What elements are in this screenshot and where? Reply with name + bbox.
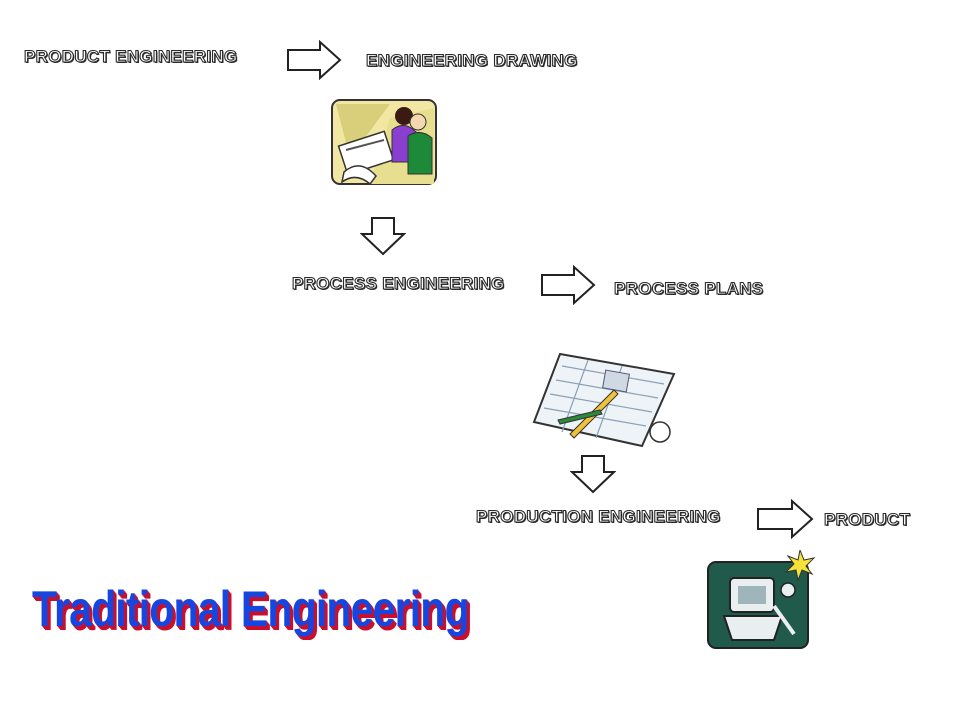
right-arrow-icon <box>541 265 596 305</box>
down-arrow-icon <box>360 217 406 256</box>
engineering-drawing-label: ENGINEERING DRAWING <box>365 50 578 70</box>
process-plans-label: PROCESS PLANS <box>613 278 764 298</box>
product-label: PRODUCT <box>823 509 911 529</box>
process-plan-document-icon <box>532 352 676 448</box>
production-machine-icon <box>707 550 816 649</box>
right-arrow-icon <box>287 40 342 80</box>
engineers-drafting-icon <box>331 99 437 186</box>
process-engineering-label: PROCESS ENGINEERING <box>291 273 505 293</box>
down-arrow-icon <box>570 455 616 494</box>
page-title: Traditional Engineering <box>32 581 470 637</box>
right-arrow-icon <box>757 499 814 539</box>
product-engineering-label: PRODUCT ENGINEERING <box>23 46 238 66</box>
production-engineering-label: PRODUCTION ENGINEERING <box>475 506 721 526</box>
